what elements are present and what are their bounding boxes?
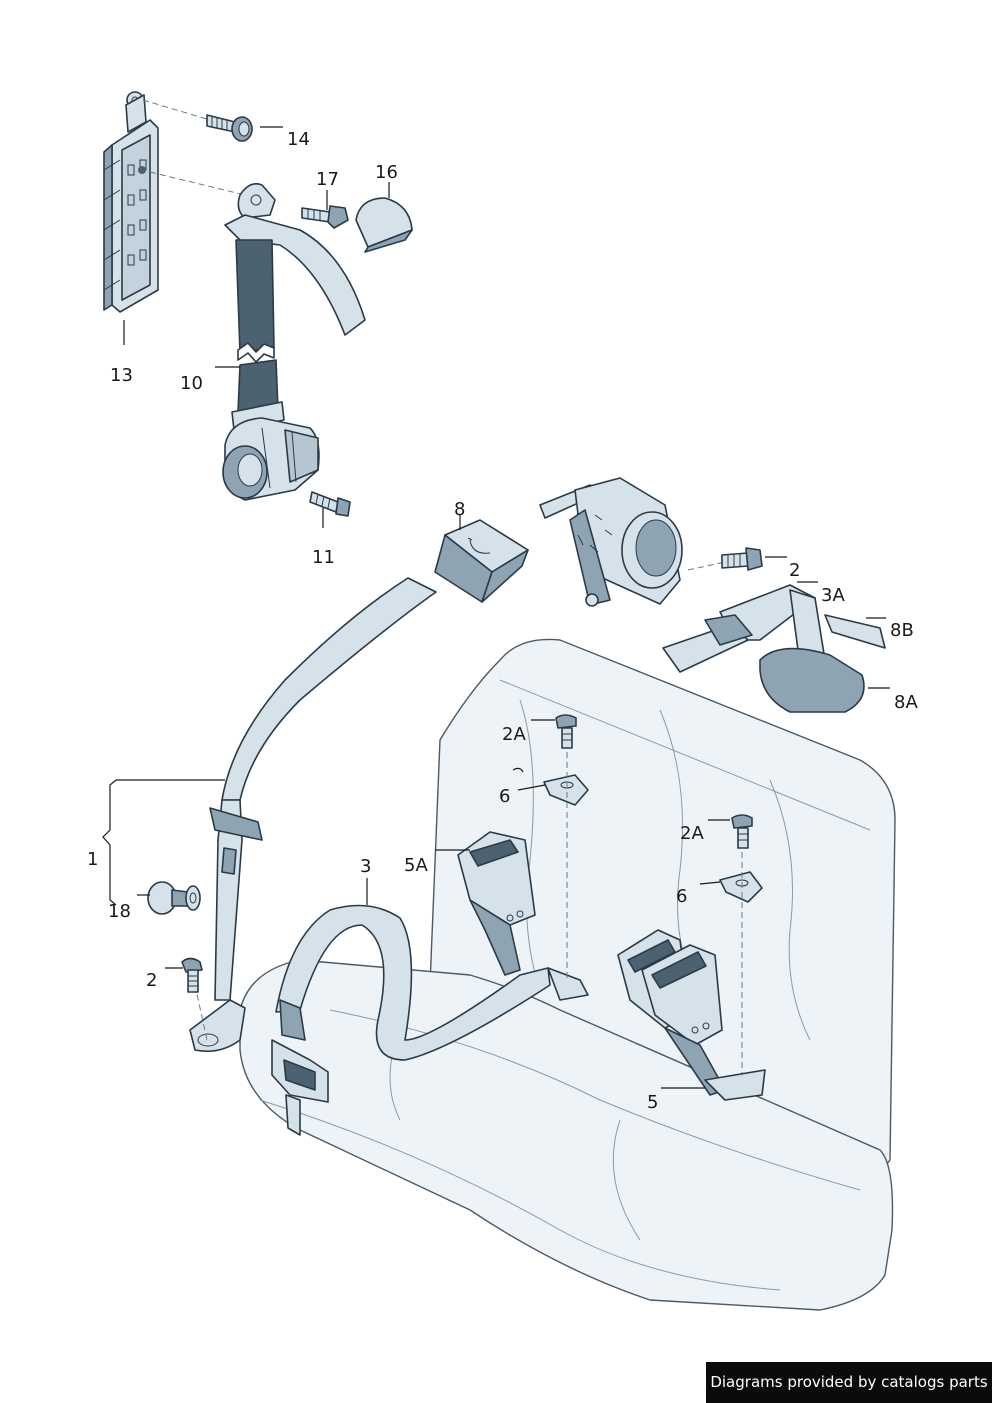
leader-lines: [102, 126, 890, 1089]
label-5A: 5A: [404, 855, 428, 876]
label-3: 3: [360, 856, 371, 877]
label-2A-lower: 2A: [680, 823, 704, 844]
upper-belt-retractor: [149, 171, 366, 501]
buckle-5A: [457, 831, 536, 976]
bolt-14: [142, 99, 253, 142]
label-2A-upper: 2A: [502, 724, 526, 745]
anchor-6-upper: [543, 714, 589, 980]
bolt-11: [309, 491, 351, 517]
label-2-lower: 2: [146, 970, 157, 991]
label-8A: 8A: [894, 692, 918, 713]
retractor-right: [539, 477, 886, 713]
label-11: 11: [312, 547, 335, 568]
bolt-2-lower: [181, 957, 208, 1041]
height-adjuster-rail: [103, 91, 159, 313]
cover-8: [434, 519, 529, 603]
label-8: 8: [454, 499, 465, 520]
centre-belt-3: [271, 904, 589, 1136]
label-6-lower: 6: [676, 886, 687, 907]
callout-labels: 14 17 16 13 10 11 8 2 3A 8B 8A 2A 6 2A 6…: [87, 129, 918, 1113]
bolt-17: [301, 205, 349, 229]
label-18: 18: [108, 901, 131, 922]
label-1: 1: [87, 849, 98, 870]
cap-16: [355, 197, 413, 253]
bolt-2-upper: [687, 547, 763, 571]
belt-assembly-1: [189, 577, 437, 1053]
label-10: 10: [180, 373, 203, 394]
label-13: 13: [110, 365, 133, 386]
label-5: 5: [647, 1092, 658, 1113]
label-2-upper: 2: [789, 560, 800, 581]
anchor-6-lower: [719, 814, 763, 1080]
label-17: 17: [316, 169, 339, 190]
label-14: 14: [287, 129, 310, 150]
buckle-5-double: [617, 929, 766, 1101]
label-16: 16: [375, 162, 398, 183]
label-3A: 3A: [821, 585, 845, 606]
label-6-upper: 6: [499, 786, 510, 807]
button-18: [147, 881, 201, 915]
label-8B: 8B: [890, 620, 914, 641]
attribution-footer: Diagrams provided by catalogs parts: [706, 1362, 992, 1403]
